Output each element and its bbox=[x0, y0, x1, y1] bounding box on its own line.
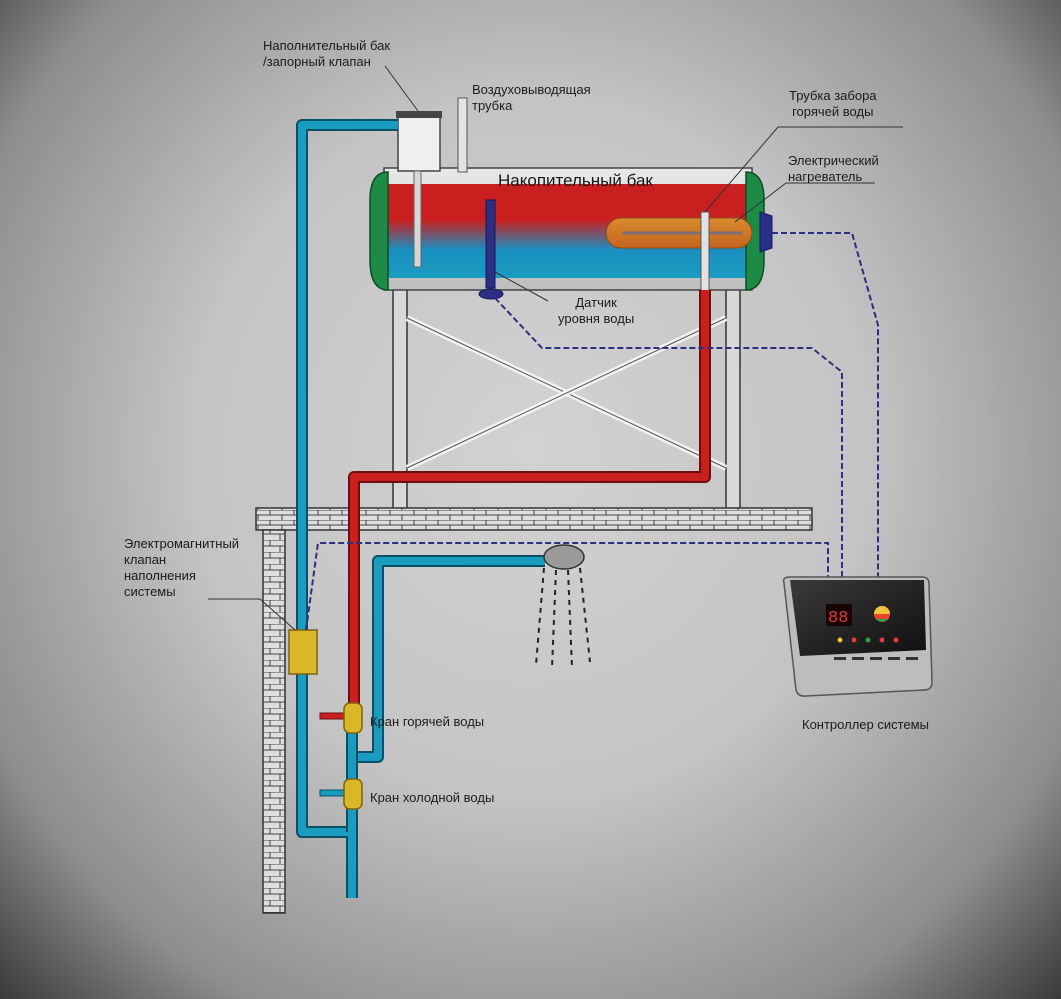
fill-tank-label-line1: Наполнительный бак bbox=[263, 38, 391, 53]
signal-wires bbox=[305, 232, 879, 631]
level-sensor-label-line1: Датчик bbox=[575, 295, 617, 310]
leader-lines bbox=[208, 65, 903, 631]
controller-label: Контроллер системы bbox=[802, 717, 929, 732]
solenoid-label-line2: клапан bbox=[124, 552, 167, 567]
fill-tank bbox=[396, 111, 442, 268]
cold-supply-pipe bbox=[296, 119, 398, 898]
air-vent-label-line2: трубка bbox=[472, 98, 513, 113]
storage-tank-label: Накопительный бак bbox=[498, 171, 653, 190]
solenoid-label-line1: Электромагнитный bbox=[124, 536, 240, 551]
hot-tap bbox=[319, 702, 363, 734]
brick-wall bbox=[262, 529, 286, 914]
controller-display bbox=[826, 604, 852, 626]
hot-intake-label-line1: Трубка забора bbox=[789, 88, 877, 103]
hot-intake-label: Трубка забора горячей воды bbox=[789, 88, 877, 120]
hot-water-pipe bbox=[348, 290, 711, 720]
cold-tap-label: Кран холодной воды bbox=[370, 790, 495, 805]
level-sensor-label: Датчик уровня воды bbox=[558, 295, 634, 327]
heater-label: Электрический нагреватель bbox=[788, 153, 879, 185]
tank-stand bbox=[392, 287, 741, 511]
solenoid-label-line4: системы bbox=[124, 584, 176, 599]
svg-text:88: 88 bbox=[828, 609, 848, 628]
heater-label-line2: нагреватель bbox=[788, 169, 863, 184]
air-vent-label-line1: Воздуховыводящая bbox=[472, 82, 591, 97]
solenoid-valve bbox=[288, 629, 318, 675]
cold-tap bbox=[319, 778, 363, 810]
solenoid-label-line3: наполнения bbox=[124, 568, 196, 583]
system-controller: 88 bbox=[782, 576, 933, 697]
hot-intake-label-line2: горячей воды bbox=[792, 104, 874, 119]
shower-head bbox=[535, 544, 591, 669]
shower-cold-pipe bbox=[352, 555, 545, 763]
level-sensor bbox=[478, 199, 504, 300]
level-sensor-label-line2: уровня воды bbox=[558, 311, 635, 326]
solenoid-valve-label: Электромагнитный клапан наполнения систе… bbox=[124, 536, 239, 600]
electric-heater bbox=[605, 211, 773, 253]
heater-label-line1: Электрический bbox=[788, 153, 879, 168]
air-vent-label: Воздуховыводящая трубка bbox=[472, 82, 591, 114]
hot-tap-label: Кран горячей воды bbox=[370, 714, 485, 729]
fill-tank-label: Наполнительный бак /запорный клапан bbox=[263, 38, 390, 70]
air-vent-tube bbox=[457, 97, 468, 173]
hot-intake-tube bbox=[700, 211, 710, 295]
fill-tank-label-line2: /запорный клапан bbox=[263, 54, 371, 69]
floor-slab bbox=[255, 507, 813, 531]
